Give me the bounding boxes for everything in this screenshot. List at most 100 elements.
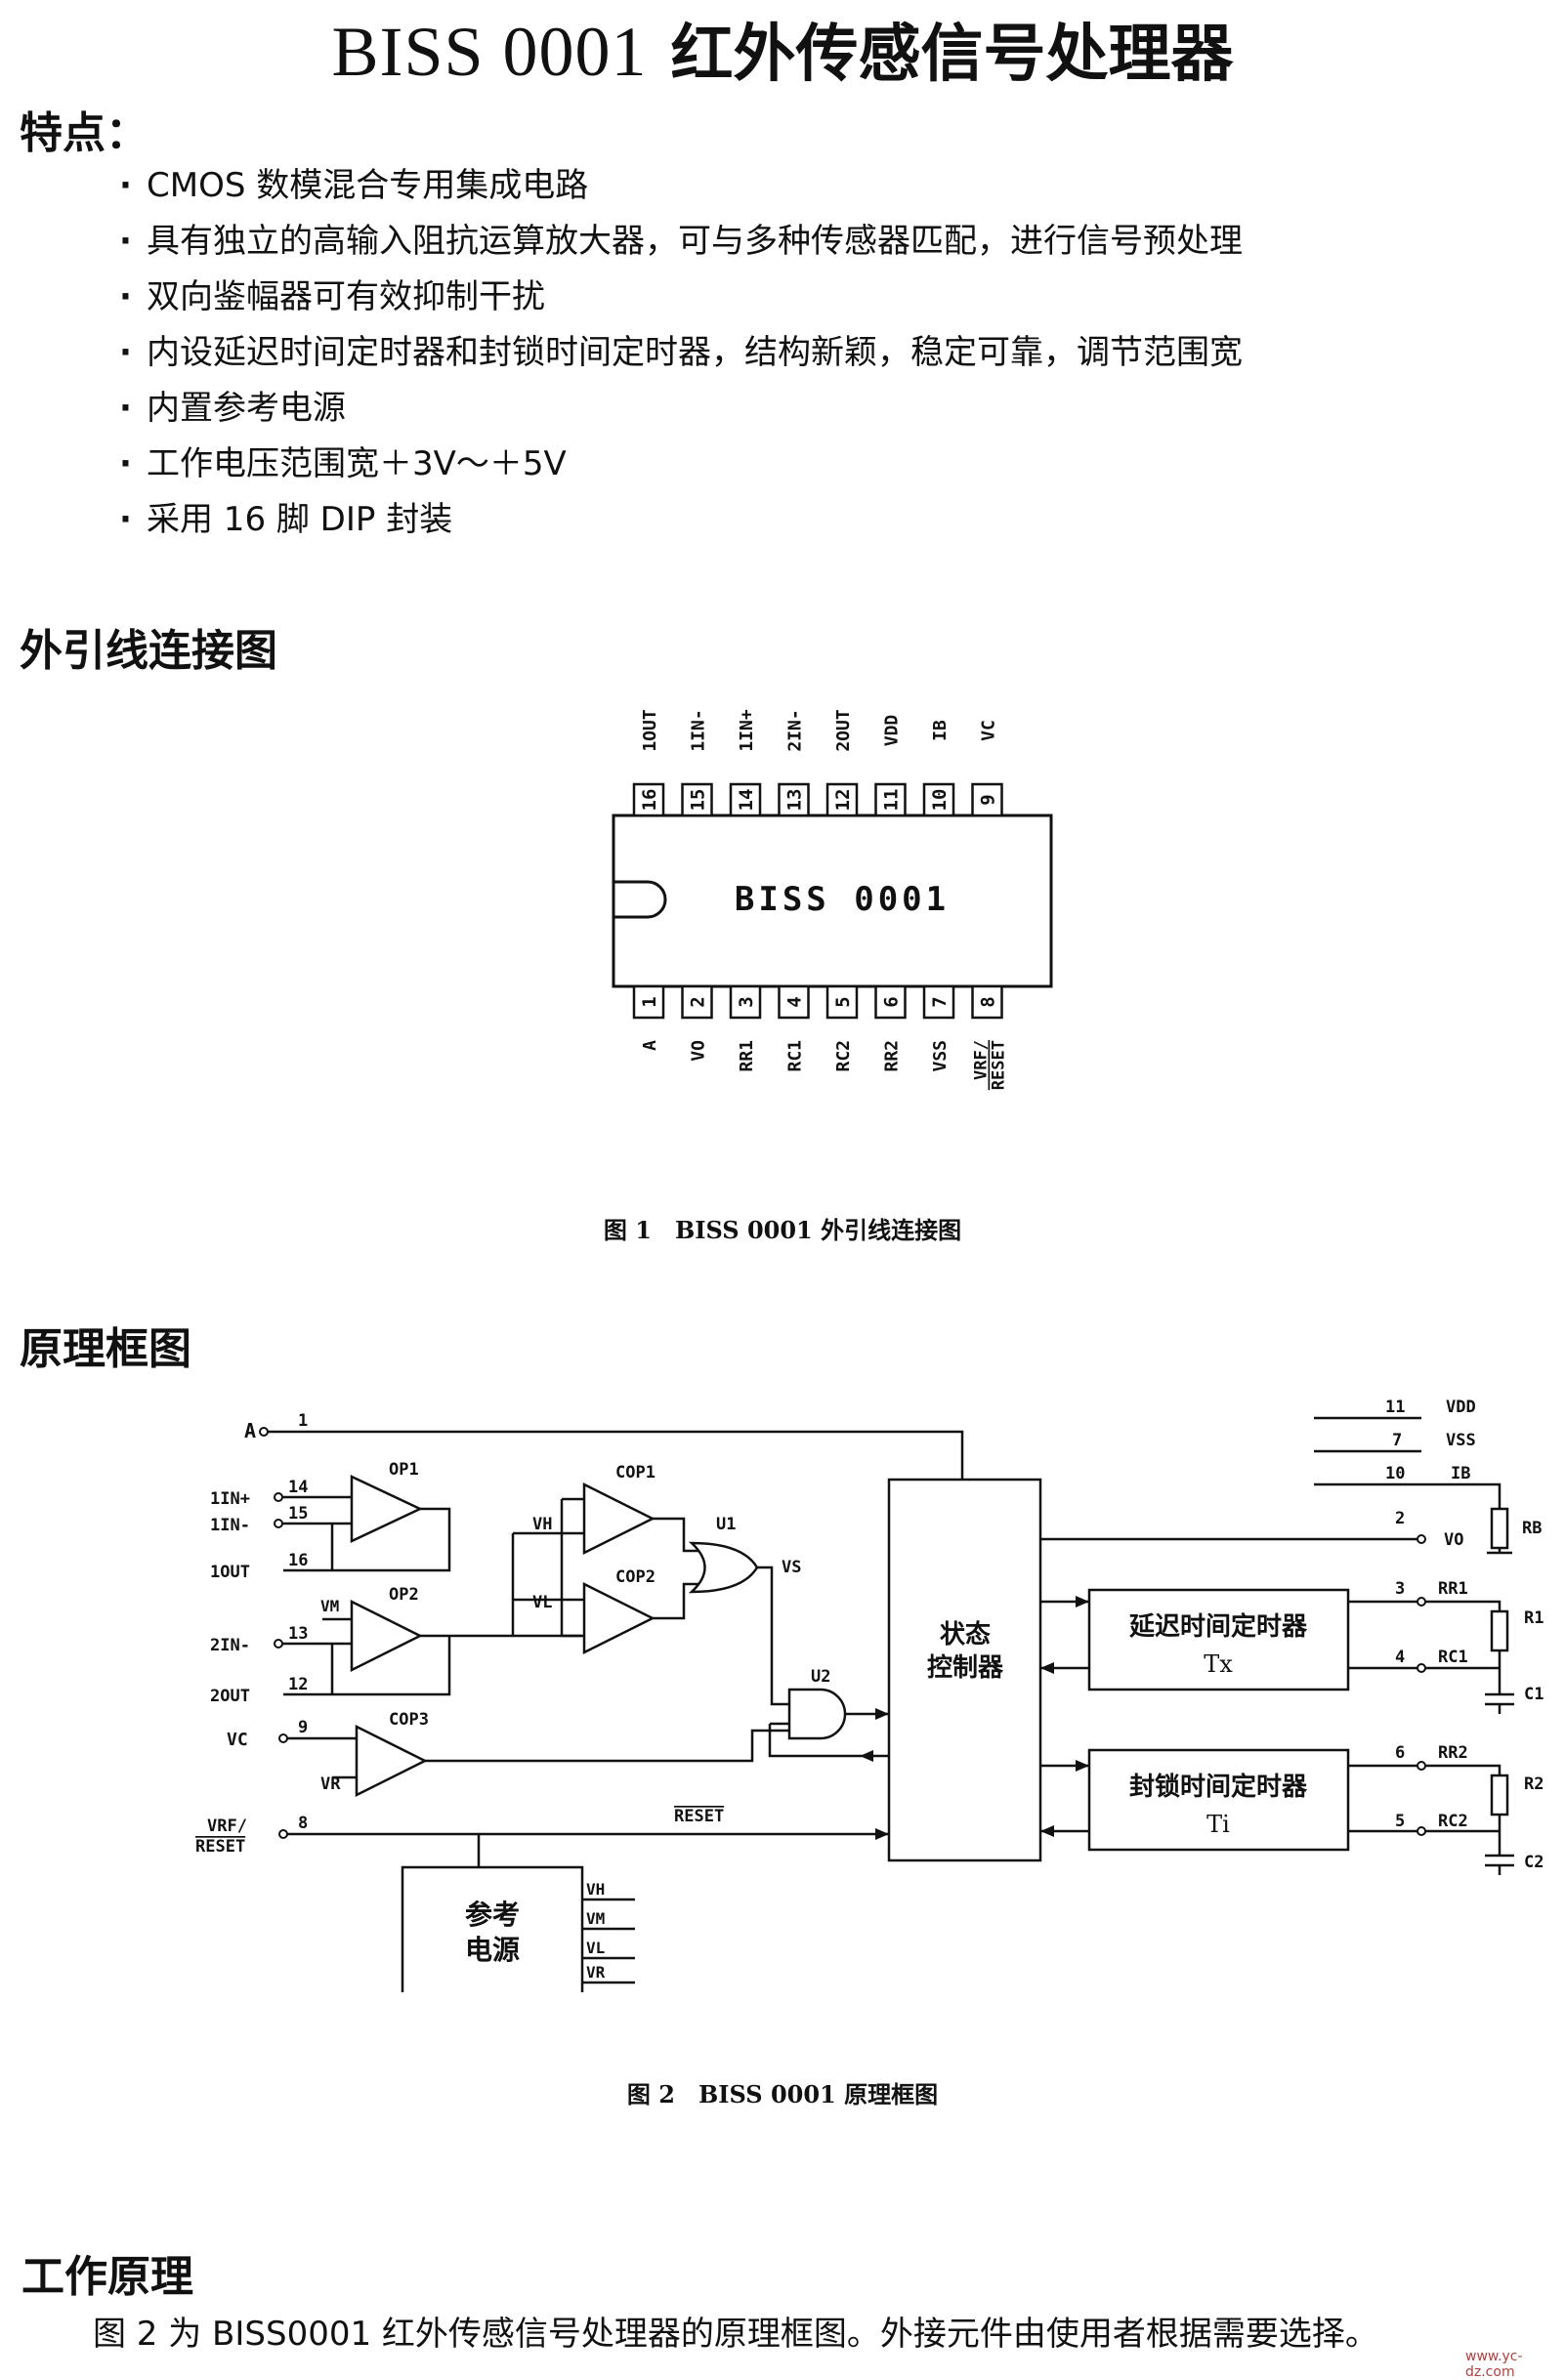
pin-number: 16 [639, 789, 660, 812]
pin-name: 2OUT [833, 709, 854, 752]
watermark: www.yc-dz.com [1465, 2349, 1523, 2380]
pin-name: 1OUT [640, 709, 660, 752]
vh-label: VH [532, 1515, 552, 1534]
pin-number: 14 [736, 789, 757, 812]
c1-label: C1 [1524, 1685, 1544, 1704]
cop3-comparator [355, 1724, 428, 1798]
reference-label-2: 电源 [465, 1934, 520, 1966]
pin-number: 12 [832, 789, 854, 812]
pin-name: VC [979, 720, 999, 741]
pin-vrf-label: VRF/ [207, 1816, 247, 1836]
chip-notch [613, 880, 667, 919]
vs-label: VS [782, 1558, 801, 1577]
pin-number: 9 [298, 1718, 308, 1737]
cop2-label: COP2 [615, 1567, 656, 1587]
top-pin: 9 VC [971, 720, 1003, 817]
cop1-label: COP1 [615, 1463, 656, 1482]
feature-item: 内设延迟时间定时器和封锁时间定时器，结构新颖，稳定可靠，调节范围宽 [119, 325, 1487, 381]
ref-out-vl: VL [586, 1939, 605, 1957]
arrows [860, 1596, 1089, 1840]
pin-name: VDD [882, 715, 903, 747]
vo-label: VO [1444, 1530, 1463, 1550]
pin-number: 6 [1395, 1743, 1405, 1763]
pin-number: 5 [1395, 1812, 1405, 1831]
feature-item: 采用 16 脚 DIP 封装 [119, 492, 1487, 548]
pin-name: RC2 [833, 1040, 854, 1072]
pin-1in-plus-label: 1IN+ [210, 1489, 250, 1509]
vl-label: VL [532, 1593, 552, 1612]
state-controller-label-1: 状态 [940, 1619, 991, 1649]
pin-number: 14 [288, 1478, 308, 1497]
figure1-caption: 图 1 BISS 0001 外引线连接图 [603, 1216, 962, 1244]
u1-or-gate [688, 1541, 759, 1594]
pin-number: 7 [929, 996, 951, 1007]
top-pin-row: 161OUT151IN-141IN+132IN-122OUT11VDD10IB9… [632, 709, 1003, 817]
feature-item: 工作电压范围宽＋3V～＋5V [119, 437, 1487, 492]
vss-label: VSS [1446, 1431, 1476, 1450]
pin-2in-minus-label: 2IN- [210, 1636, 250, 1655]
rc2-label: RC2 [1438, 1812, 1468, 1831]
c2-label: C2 [1524, 1853, 1544, 1872]
ref-out-vh: VH [586, 1880, 605, 1899]
pin-name: RR1 [737, 1040, 757, 1072]
reference-source-box [401, 1865, 584, 1992]
pin-number: 9 [978, 794, 999, 805]
pin-number: 15 [288, 1504, 308, 1524]
pin-number: 6 [881, 996, 903, 1007]
rb-label: RB [1522, 1519, 1542, 1538]
pinout-heading: 外引线连接图 [20, 626, 277, 676]
block-diagram-heading: 原理框图 [20, 1324, 191, 1374]
r2-label: R2 [1524, 1775, 1544, 1794]
principle-heading: 工作原理 [21, 2252, 193, 2302]
state-controller-label-2: 控制器 [927, 1653, 1004, 1683]
u2-label: U2 [811, 1667, 830, 1687]
pin-name: A [640, 1040, 660, 1051]
rb-resistor [1490, 1507, 1509, 1550]
block-timer-box [1087, 1748, 1350, 1852]
pin-number: 2 [688, 996, 709, 1007]
bottom-pin: 1A [632, 984, 665, 1051]
feature-item: 双向鉴幅器可有效抑制干扰 [119, 270, 1487, 325]
rr2-label: RR2 [1438, 1743, 1468, 1763]
pin-number: 8 [978, 996, 999, 1007]
pin-a-label: A [244, 1419, 256, 1442]
pin-vc-label: VC [227, 1730, 248, 1750]
r1-label: R1 [1524, 1608, 1544, 1628]
pin-number: 7 [1392, 1431, 1402, 1450]
pin-name: VSS [930, 1040, 951, 1072]
op1-amplifier [350, 1475, 423, 1543]
pin-number: 13 [784, 789, 806, 812]
pin-name: RC1 [785, 1040, 806, 1072]
cop2-comparator [582, 1581, 656, 1655]
pin-number: 3 [1395, 1579, 1405, 1599]
block-diagram: A 1 1IN+ 14 1IN- 15 1OUT 16 2IN- 13 2OUT… [195, 1398, 1544, 1992]
pin-number: 11 [881, 789, 903, 812]
title-part-number: BISS 0001 [331, 13, 648, 91]
pin-number: 5 [832, 996, 854, 1007]
pinout-diagram: BISS 0001 161OUT151IN-141IN+132IN-122OUT… [612, 709, 1053, 1090]
ref-out-vr: VR [586, 1963, 606, 1982]
principle-text: 图 2 为 BISS0001 红外传感信号处理器的原理框图。外接元件由使用者根据… [93, 2315, 1378, 2354]
pin-number: 1 [298, 1411, 308, 1431]
pin-name: RESET [990, 1040, 1009, 1090]
u2-and-gate [787, 1688, 847, 1740]
chip-label: BISS 0001 [735, 880, 950, 919]
delay-timer-box [1087, 1588, 1350, 1691]
figure2-caption: 图 2 BISS 0001 原理框图 [626, 2080, 939, 2109]
pin-2out-label: 2OUT [210, 1687, 250, 1706]
top-pin: 11 VDD [874, 715, 907, 817]
rr1-label: RR1 [1438, 1579, 1468, 1599]
feature-item: CMOS 数模混合专用集成电路 [119, 158, 1487, 214]
reset-bar-label: RESET [674, 1807, 724, 1826]
pin-nodes [259, 1427, 1426, 1839]
pin-name: IB [930, 720, 951, 741]
feature-item: 具有独立的高输入阻抗运算放大器，可与多种传感器匹配，进行信号预处理 [119, 214, 1487, 270]
pin-number: 10 [1385, 1464, 1405, 1483]
